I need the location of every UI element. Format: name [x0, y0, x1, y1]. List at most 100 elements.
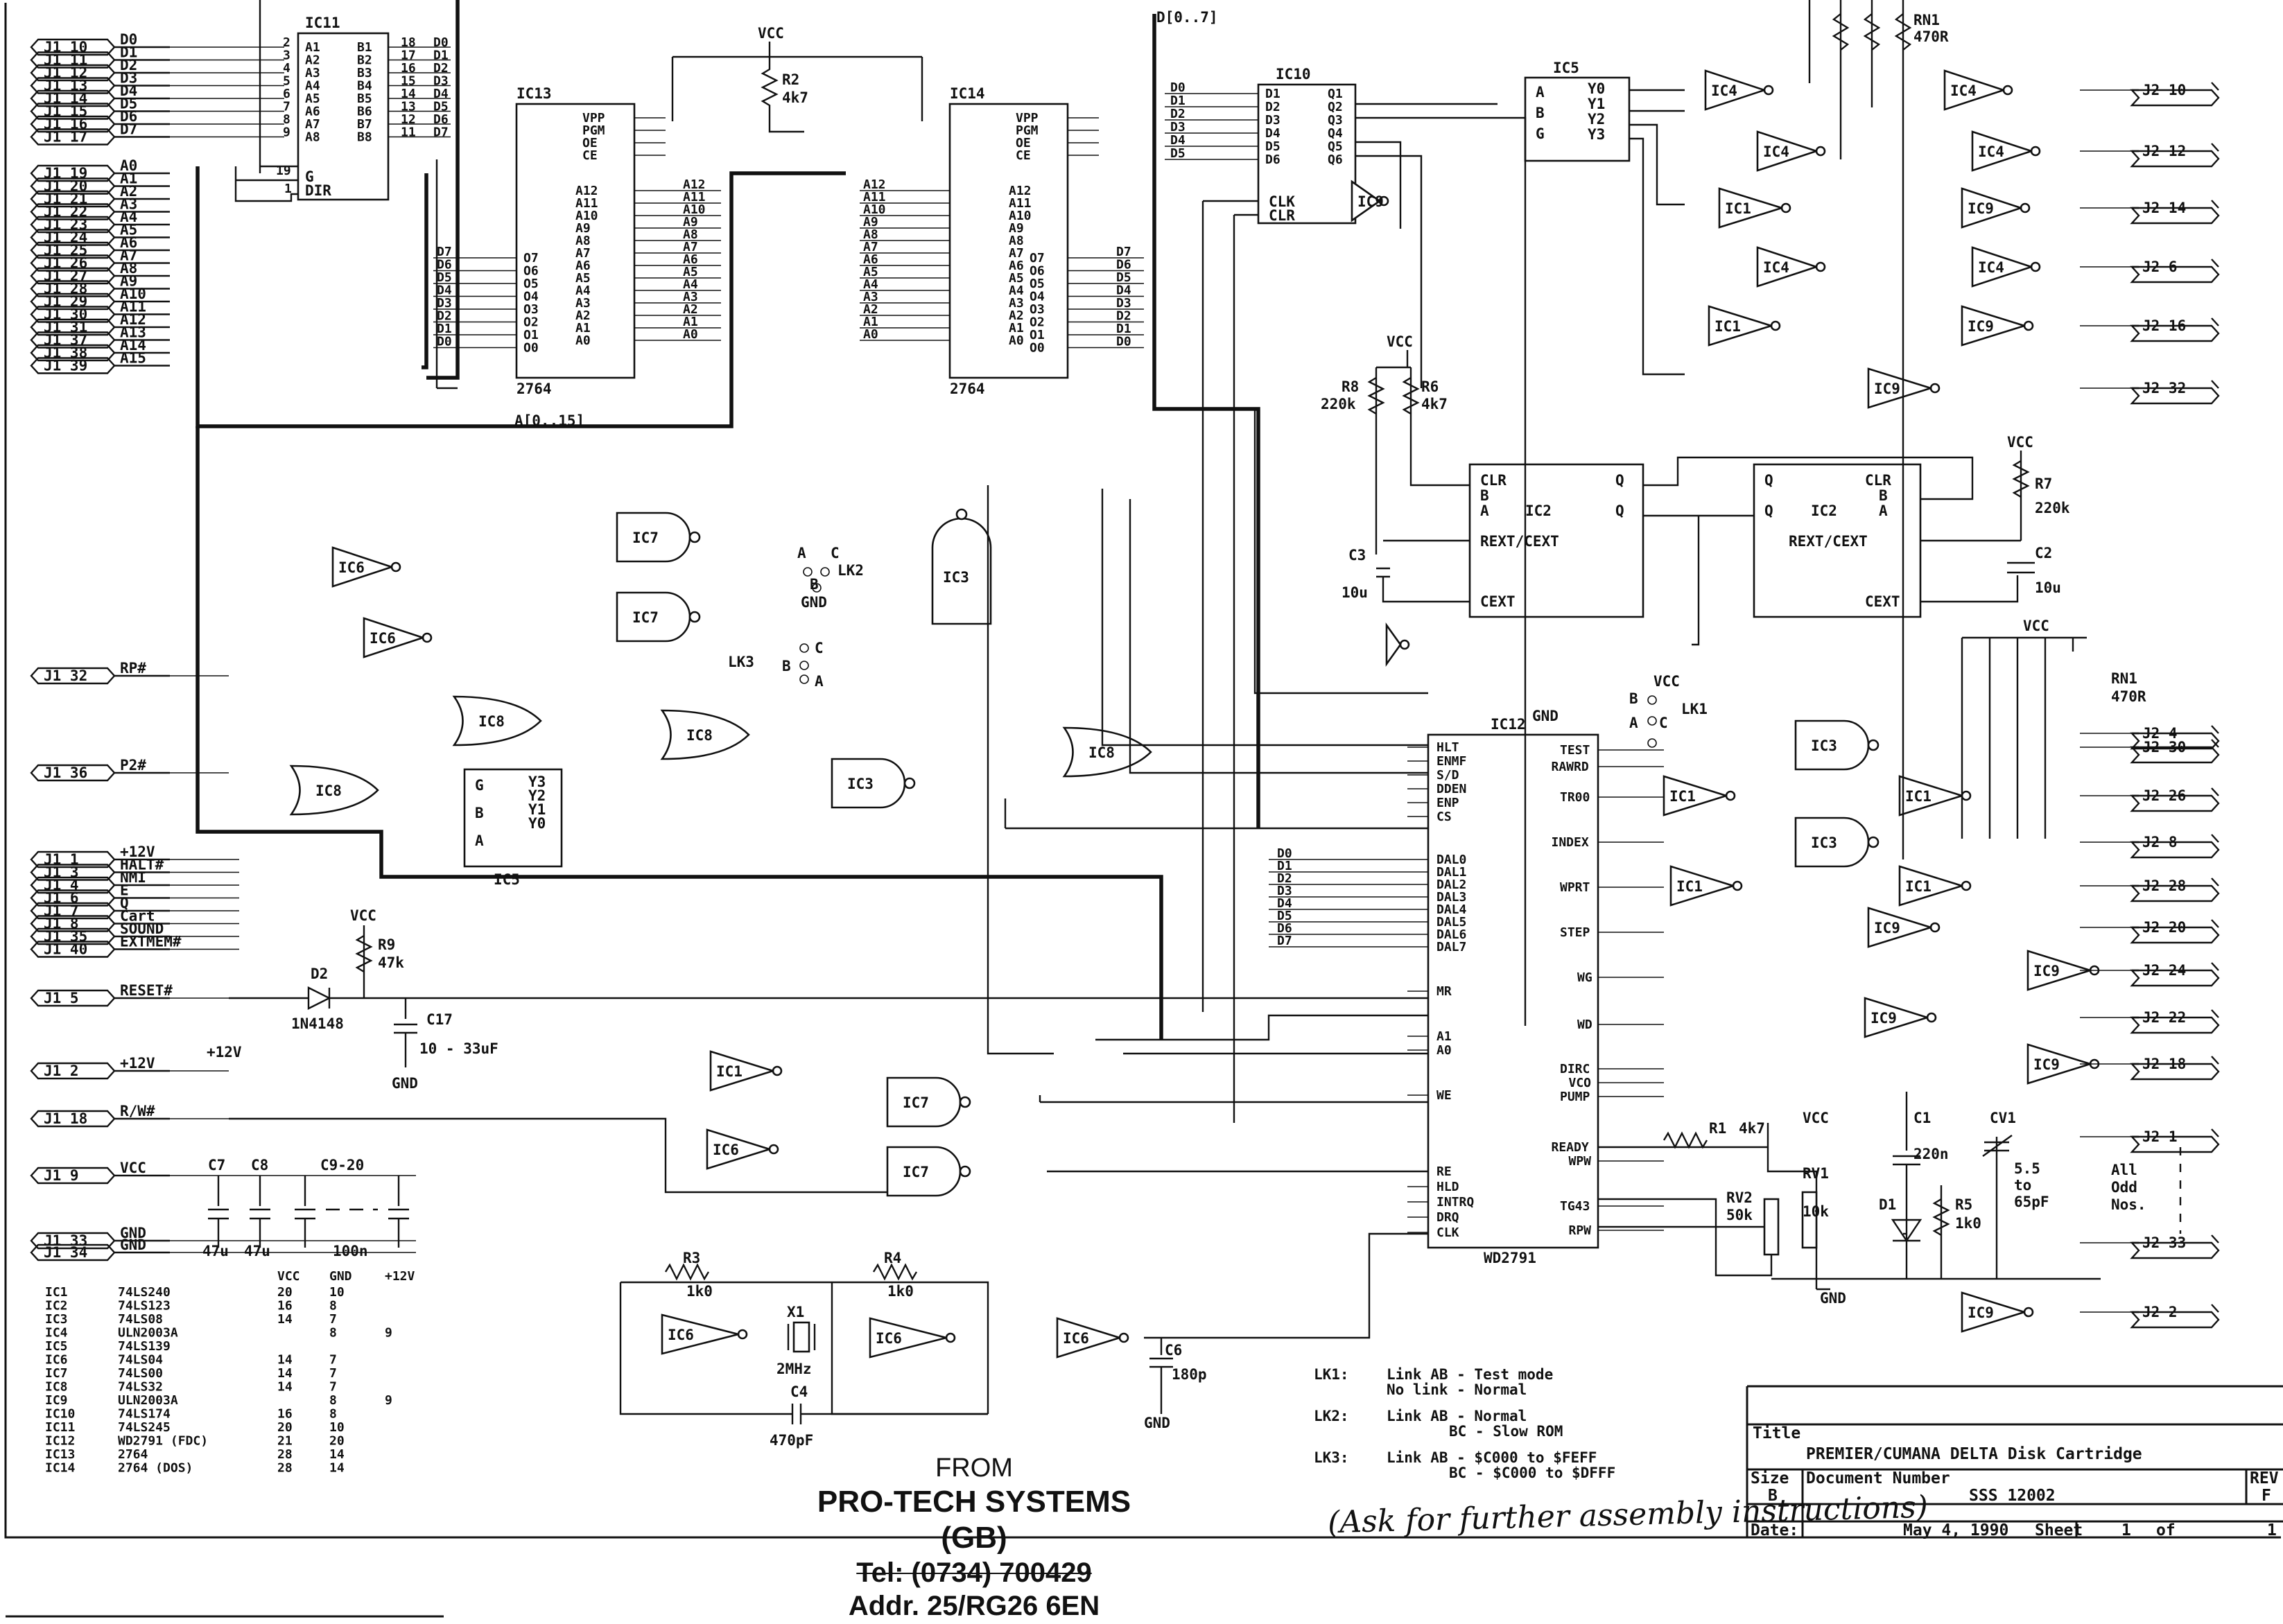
svg-text:A: A: [815, 673, 824, 690]
ic3-and-vertical[interactable]: IC3: [931, 508, 992, 625]
ic6-inv-5[interactable]: IC6: [869, 1317, 956, 1359]
j2-connector-9[interactable]: J2 8: [2080, 834, 2220, 859]
j1-ctrl-v12[interactable]: J1 2+12V: [30, 1055, 170, 1080]
ic1-inv-4[interactable]: IC1: [1669, 865, 1743, 907]
parts-cell-10-2: 20: [277, 1420, 293, 1435]
parts-header-3: GND: [329, 1269, 352, 1284]
ic4-inv-7[interactable]: IC9: [1961, 187, 2031, 229]
ic11-pinnum-r4: 14: [401, 87, 416, 101]
ic1-inv-vertical[interactable]: IC9: [1351, 180, 1389, 222]
oscillator-section: R3 1k0 R4 1k0 X1 2MHz C4 470pF C6 180p G…: [619, 1232, 1428, 1449]
ic2-oneshot-right[interactable]: Q Q CLR B A IC2 REXT/CEXT CEXT: [1753, 463, 1922, 618]
ic14-addr-net-A0: A0: [863, 327, 878, 342]
j2-connector-13[interactable]: J2 22: [2080, 1009, 2220, 1034]
j2-connector-12[interactable]: J2 24: [2080, 962, 2220, 987]
j1-data-7-signal: D7: [120, 121, 137, 138]
j2-connector-8[interactable]: J2 26: [2080, 787, 2220, 812]
ic1-inv-5[interactable]: IC1: [1898, 865, 1972, 907]
ic4-inv-4[interactable]: IC4: [1943, 69, 2013, 111]
ic1-inv-3[interactable]: IC1: [1898, 775, 1972, 817]
ic6-inv-6[interactable]: IC6: [1056, 1317, 1129, 1359]
ic4-inv-3[interactable]: IC4: [1756, 246, 1826, 288]
ic7-nand-3[interactable]: IC7: [886, 1076, 971, 1128]
ic2-aux[interactable]: [1385, 622, 1410, 667]
parts-cell-5-0: IC6: [45, 1353, 68, 1368]
ic6-inv-3[interactable]: IC6: [706, 1128, 779, 1170]
ic7-nand-1[interactable]: IC7: [616, 512, 701, 563]
ic1-inv-6[interactable]: IC1: [1718, 187, 1791, 229]
ic9-inv-2[interactable]: IC9: [1867, 367, 1941, 409]
ic4-inv-6[interactable]: IC4: [1971, 246, 2041, 288]
j2-connector-3[interactable]: J2 6: [2080, 259, 2220, 283]
ic8-or-4[interactable]: IC8: [1062, 726, 1152, 778]
ic8-or-1[interactable]: IC8: [452, 695, 542, 746]
ic3-and-3[interactable]: IC3: [1794, 719, 1880, 771]
ic4-inv-1[interactable]: IC4: [1704, 69, 1774, 111]
ic13-dnet-4: D3: [437, 296, 452, 311]
j2-connector-17[interactable]: J2 2: [2080, 1304, 2220, 1329]
ic1-inv-7[interactable]: IC1: [1708, 305, 1781, 347]
ic8-or-3[interactable]: IC8: [289, 765, 379, 816]
ic1-inv-4-label: IC1: [1676, 878, 1703, 895]
ic2-left-label: IC2: [1525, 503, 1552, 519]
ic7-nand-2[interactable]: IC7: [616, 591, 701, 643]
parts-cell-0-3: 10: [329, 1285, 345, 1300]
j2-connector-1[interactable]: J2 12: [2080, 143, 2220, 168]
j2-connector-11[interactable]: J2 20: [2080, 919, 2220, 944]
ic6-inv-4[interactable]: IC6: [661, 1313, 748, 1355]
j2-connector-6[interactable]: J2 4: [2080, 725, 2220, 750]
j2-connector-10[interactable]: J2 28: [2080, 878, 2220, 902]
j2-connector-7[interactable]: J2 30: [2080, 739, 2220, 764]
ic4-inv-5-label: IC4: [1978, 143, 2004, 160]
j2-connector-15[interactable]: J2 1: [2080, 1128, 2220, 1153]
j2-connector-5[interactable]: J2 32: [2080, 380, 2220, 405]
ic3-and-4[interactable]: IC3: [1794, 817, 1880, 868]
ic1-inv-2[interactable]: IC1: [1663, 775, 1736, 817]
ic3-and-1[interactable]: IC3: [831, 758, 916, 809]
ic7-nand-4[interactable]: IC7: [886, 1146, 971, 1197]
ic12-pin-S/D: S/D: [1436, 768, 1459, 783]
svg-text:REXT/CEXT: REXT/CEXT: [1480, 533, 1559, 550]
ic9-inv-3[interactable]: IC9: [1867, 907, 1941, 948]
ic8-or-2[interactable]: IC8: [660, 709, 750, 760]
ic1-inv-1[interactable]: IC1: [709, 1050, 783, 1092]
ic7-nand-1-label: IC7: [632, 530, 659, 546]
j2-connector-16[interactable]: J2 33: [2080, 1234, 2220, 1259]
ic4-inv-2[interactable]: IC4: [1756, 130, 1826, 172]
j2-connector-2[interactable]: J2 14: [2080, 200, 2220, 225]
title-block: Title PREMIER/CUMANA DELTA Disk Cartridg…: [1746, 1385, 2283, 1539]
ic2-oneshot-left[interactable]: CLR B A IC2 REXT/CEXT CEXT Q Q: [1468, 463, 1644, 618]
ic4-inv-5[interactable]: IC4: [1971, 130, 2041, 172]
ic9-inv-5[interactable]: IC9: [1864, 997, 1937, 1038]
j2-connector-4[interactable]: J2 16: [2080, 317, 2220, 342]
ic9-inv-6[interactable]: IC9: [2026, 1043, 2100, 1085]
ic14-addr-net-A5: A5: [863, 265, 878, 279]
j2-connector-14[interactable]: J2 18: [2080, 1056, 2220, 1081]
ic12-fdc[interactable]: IC12 WD2791 HLTENMFS/DDDENENPCSDAL0DAL1D…: [1269, 716, 1664, 1266]
j2-connector-0[interactable]: J2 10: [2080, 82, 2220, 107]
ic9-inv-7[interactable]: IC9: [1961, 1291, 2034, 1333]
ic6-inv-2[interactable]: IC6: [363, 617, 433, 658]
ic9-inv-1[interactable]: IC9: [1961, 305, 2034, 347]
ic6-inv-1[interactable]: IC6: [331, 546, 401, 588]
